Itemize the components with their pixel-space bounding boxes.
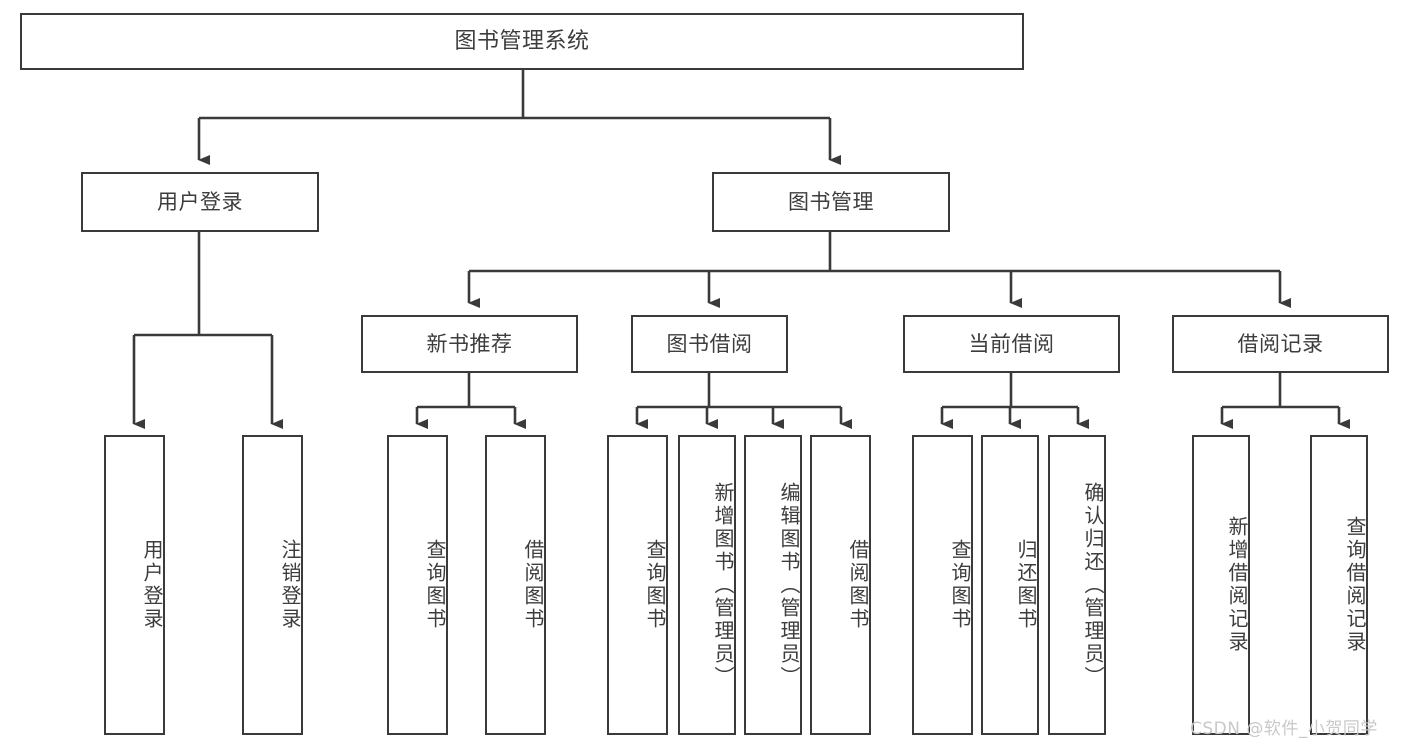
leaf-label: 确认归还（管理员） xyxy=(1081,481,1105,689)
leaf-label: 新增图书（管理员） xyxy=(711,481,735,689)
leaf-label: 借阅图书 xyxy=(846,539,870,631)
leaf-label: 查询借阅记录 xyxy=(1343,516,1367,654)
leaf-label: 查询图书 xyxy=(948,539,972,631)
node-book-manage[interactable]: 图书管理 xyxy=(712,172,950,232)
leaf-current-confirm-return-admin[interactable]: 确认归还（管理员） xyxy=(1048,435,1106,735)
leaf-borrow-borrow-book[interactable]: 借阅图书 xyxy=(810,435,871,735)
node-label: 新书推荐 xyxy=(426,331,513,356)
leaf-label: 借阅图书 xyxy=(521,539,545,631)
node-user-login[interactable]: 用户登录 xyxy=(81,172,319,232)
node-root-system[interactable]: 图书管理系统 xyxy=(20,13,1024,70)
leaf-label: 用户登录 xyxy=(140,539,164,631)
leaf-user-login-signout[interactable]: 注销登录 xyxy=(242,435,303,735)
node-current-borrow[interactable]: 当前借阅 xyxy=(903,315,1120,373)
node-label: 用户登录 xyxy=(157,189,243,214)
csdn-watermark: CSDN @软件_小贺同学 xyxy=(1190,719,1378,739)
leaf-borrow-query-book[interactable]: 查询图书 xyxy=(607,435,668,735)
leaf-current-query-book[interactable]: 查询图书 xyxy=(912,435,973,735)
node-label: 借阅记录 xyxy=(1237,331,1324,356)
leaf-current-return-book[interactable]: 归还图书 xyxy=(981,435,1039,735)
node-label: 当前借阅 xyxy=(968,331,1055,356)
leaf-label: 编辑图书（管理员） xyxy=(777,481,801,689)
leaf-record-add-record[interactable]: 新增借阅记录 xyxy=(1192,435,1250,735)
leaf-label: 查询图书 xyxy=(643,539,667,631)
node-borrow-record[interactable]: 借阅记录 xyxy=(1172,315,1389,373)
node-label: 图书管理 xyxy=(788,189,874,214)
node-label: 图书借阅 xyxy=(666,331,753,356)
leaf-record-query-record[interactable]: 查询借阅记录 xyxy=(1310,435,1368,735)
leaf-borrow-add-book-admin[interactable]: 新增图书（管理员） xyxy=(678,435,736,735)
leaf-new-book-borrow[interactable]: 借阅图书 xyxy=(485,435,546,735)
leaf-borrow-edit-book-admin[interactable]: 编辑图书（管理员） xyxy=(744,435,802,735)
leaf-label: 查询图书 xyxy=(423,539,447,631)
leaf-new-book-query[interactable]: 查询图书 xyxy=(387,435,448,735)
leaf-label: 归还图书 xyxy=(1014,539,1038,631)
leaf-user-login-signin[interactable]: 用户登录 xyxy=(104,435,165,735)
node-book-borrow[interactable]: 图书借阅 xyxy=(631,315,788,373)
leaf-label: 新增借阅记录 xyxy=(1225,516,1249,654)
node-label: 图书管理系统 xyxy=(454,28,590,54)
node-new-book-recommend[interactable]: 新书推荐 xyxy=(361,315,578,373)
leaf-label: 注销登录 xyxy=(278,539,302,631)
